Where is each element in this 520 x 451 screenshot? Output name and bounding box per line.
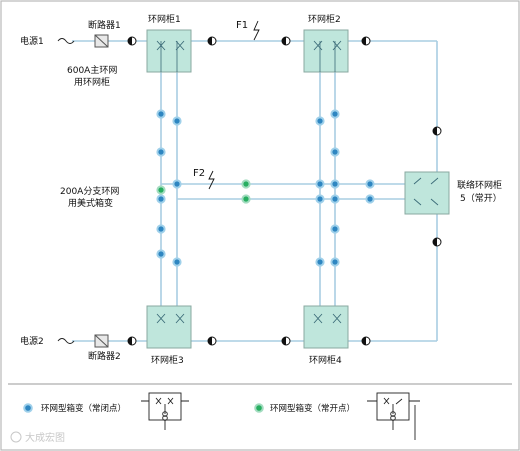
closed-node xyxy=(330,224,340,234)
bus-switch-dots xyxy=(127,36,442,346)
lightning-icon xyxy=(253,20,260,41)
half-dot-icon xyxy=(127,36,137,46)
cabinet4-label: 环网柜4 xyxy=(309,354,342,366)
cabinet1: 环网柜1 xyxy=(146,13,192,73)
source1-label: 电源1 xyxy=(20,35,44,47)
closed-node xyxy=(315,179,325,189)
bus-lines xyxy=(72,40,438,342)
fault-f2: F2 xyxy=(193,168,215,190)
closed-node xyxy=(330,257,340,267)
source2-group: 电源2 xyxy=(20,335,75,347)
closed-node xyxy=(156,147,166,157)
half-dot-icon xyxy=(361,336,371,346)
legend-open: 环网型箱变（常开点） xyxy=(254,392,420,440)
half-dot-icon xyxy=(432,237,442,247)
closed-node xyxy=(156,109,166,119)
closed-node xyxy=(315,116,325,126)
open-node xyxy=(241,179,251,189)
cabinet3: 环网柜3 xyxy=(146,305,192,366)
legend-closed: 环网型箱变（常闭点） xyxy=(23,392,189,430)
closed-node xyxy=(330,179,340,189)
closed-node xyxy=(172,179,182,189)
closed-node xyxy=(365,194,375,204)
tie-cabinet5: 联络环网柜 5（常开） xyxy=(404,171,502,215)
half-dot-icon xyxy=(281,36,291,46)
cabinet3-label: 环网柜3 xyxy=(151,354,184,366)
closed-node xyxy=(330,194,340,204)
closed-node xyxy=(172,257,182,267)
closed-node xyxy=(330,147,340,157)
lightning-icon xyxy=(208,170,215,190)
closed-node xyxy=(315,194,325,204)
closed-node xyxy=(365,179,375,189)
main-label-line2: 用环网柜 xyxy=(74,76,110,88)
weibo-icon xyxy=(10,431,22,443)
branch-label-line1: 200A分支环网 xyxy=(60,185,119,197)
closed-node xyxy=(172,116,182,126)
half-dot-icon xyxy=(281,336,291,346)
closed-node xyxy=(156,194,166,204)
watermark: 大成宏图 xyxy=(10,431,65,444)
breaker1-label: 断路器1 xyxy=(88,19,121,31)
cabinet4: 环网柜4 xyxy=(303,305,349,366)
closed-nodes xyxy=(156,109,375,267)
cabinet2-label: 环网柜2 xyxy=(308,13,341,25)
legend-closed-label: 环网型箱变（常闭点） xyxy=(41,403,126,414)
half-dot-icon xyxy=(127,336,137,346)
closed-node-icon xyxy=(23,403,33,413)
tie-label-line2: 5（常开） xyxy=(460,192,502,204)
open-node-icon xyxy=(254,403,264,413)
ring-box-open-symbol xyxy=(367,392,420,440)
ac-source-icon xyxy=(57,38,75,44)
source1-group: 电源1 xyxy=(20,35,75,47)
closed-node xyxy=(330,109,340,119)
watermark-text: 大成宏图 xyxy=(25,431,65,444)
breaker2-label: 断路器2 xyxy=(88,350,121,362)
closed-node xyxy=(315,257,325,267)
fault-f1: F1 xyxy=(236,20,260,41)
breaker2: 断路器2 xyxy=(88,334,121,362)
ac-source-icon xyxy=(57,338,75,344)
tie-label-line1: 联络环网柜 xyxy=(457,179,502,191)
cabinet2: 环网柜2 xyxy=(303,13,349,73)
source2-label: 电源2 xyxy=(20,335,44,347)
half-dot-icon xyxy=(361,36,371,46)
closed-node xyxy=(156,224,166,234)
legend-open-label: 环网型箱变（常开点） xyxy=(270,403,355,414)
fault2-label: F2 xyxy=(193,168,205,179)
branch-label-line2: 用美式箱变 xyxy=(68,197,113,209)
half-dot-icon xyxy=(207,36,217,46)
open-node xyxy=(156,185,166,195)
closed-node xyxy=(156,249,166,259)
breaker1: 断路器1 xyxy=(88,19,121,48)
half-dot-icon xyxy=(432,126,442,136)
half-dot-icon xyxy=(207,336,217,346)
open-node xyxy=(241,194,251,204)
fault1-label: F1 xyxy=(236,20,248,31)
ring-box-closed-symbol xyxy=(141,392,189,430)
cabinet1-label: 环网柜1 xyxy=(148,13,181,25)
main-label-line1: 600A主环网 xyxy=(67,64,117,76)
open-nodes xyxy=(156,179,251,204)
